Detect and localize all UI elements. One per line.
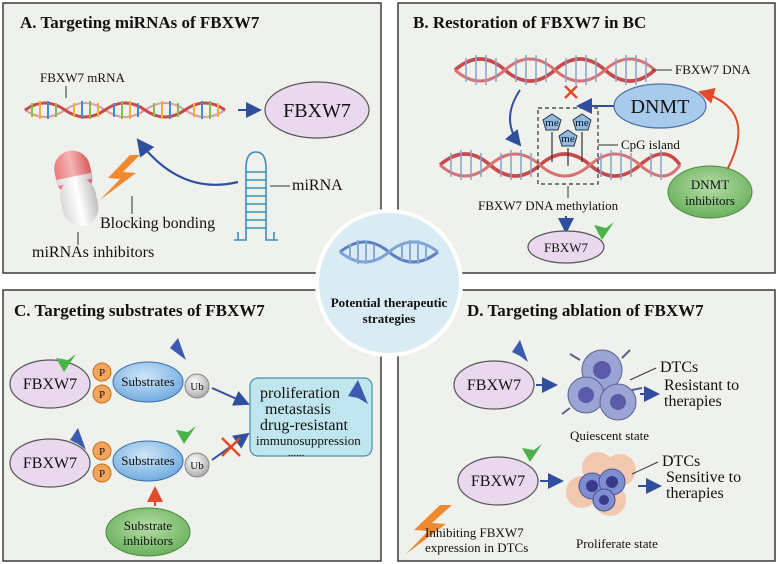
lightning-icon-d — [406, 505, 452, 554]
substrates-node-c2 — [112, 440, 184, 482]
inhibit-line1: Inhibiting FBXW7 — [425, 525, 524, 540]
fbxw7-node-d2 — [457, 456, 539, 506]
up-arrow-icon-c2 — [70, 428, 86, 450]
arrow-c1 — [211, 387, 250, 406]
ub-label-c1: Ub — [190, 381, 204, 393]
block-x-icon-c — [221, 437, 241, 457]
fbxw7-node-c1 — [9, 359, 91, 409]
outcome-5: ...... — [288, 447, 305, 459]
substrates-node-c1 — [112, 361, 184, 403]
outcome-2: metastasis — [265, 401, 331, 418]
fbxw7-node-a — [264, 81, 370, 139]
fbxw7-label-c2: FBXW7 — [23, 455, 77, 472]
phospho-label-c2b: P — [99, 468, 105, 480]
outcome-4: immunosuppression — [256, 433, 361, 448]
resistant-line2: therapies — [664, 393, 722, 410]
blocking-label: Blocking bonding — [100, 215, 215, 232]
panel-d — [397, 289, 776, 562]
center-label-line1: Potential therapeutic — [331, 295, 448, 310]
dnmt-inhibitors-node — [667, 165, 753, 219]
phospho-c2a — [92, 441, 112, 461]
fbxw7-node-d1 — [453, 360, 535, 410]
ub-c1 — [184, 373, 210, 399]
methylation-label: FBXW7 DNA methylation — [478, 198, 619, 213]
panel-b — [397, 2, 776, 274]
me-label-3: me — [561, 133, 575, 145]
sensitive-line2: therapies — [666, 485, 724, 502]
dtcs-label-d1: DTCs — [660, 359, 698, 376]
ub-label-c2: Ub — [190, 460, 204, 472]
me-label-1: me — [545, 117, 559, 129]
down-check-icon-c1 — [56, 354, 76, 372]
sensitive-line1: Sensitive to — [666, 469, 741, 486]
up-arrow-icon-c3 — [348, 380, 368, 404]
mirna-hairpin-icon — [234, 151, 278, 241]
lightning-icon — [100, 155, 140, 200]
outcomes-box — [249, 377, 373, 457]
me-label-2: me — [575, 117, 589, 129]
substrate-inhibitors-line1: Substrate — [124, 518, 173, 533]
phospho-label-c1a: P — [99, 367, 105, 379]
fbxw7-label-d2: FBXW7 — [471, 473, 525, 490]
dna-bottom — [438, 150, 682, 180]
methylation-arrow — [505, 89, 522, 147]
quiescent-cells — [561, 349, 643, 421]
outcome-1: proliferation — [260, 385, 340, 402]
phospho-c2b — [92, 463, 112, 483]
fbxw7-label-d1: FBXW7 — [467, 377, 521, 394]
dnmt-inhibitors-line1: DNMT — [691, 177, 729, 192]
cpg-label: CpG island — [621, 137, 680, 152]
substrate-inhibitors-node — [105, 507, 191, 557]
fbxw7-node-c2 — [9, 438, 91, 488]
proliferate-cells — [566, 452, 636, 516]
cpg-island-box — [537, 107, 599, 185]
phospho-c1b — [92, 384, 112, 404]
dnmt-label: DNMT — [631, 96, 690, 118]
mrna-strand — [24, 101, 226, 119]
proliferate-label: Proliferate state — [576, 536, 658, 551]
phospho-c1a — [92, 362, 112, 382]
panel-a-title: A. Targeting miRNAs of FBXW7 — [20, 13, 260, 32]
dnmt-inhibitors-line2: inhibitors — [685, 193, 735, 208]
phospho-label-c1b: P — [99, 389, 105, 401]
fbxw7-label-b: FBXW7 — [544, 240, 589, 255]
down-check-icon-b — [594, 222, 614, 240]
panel-b-title: B. Restoration of FBXW7 in BC — [413, 13, 646, 32]
fbxw7-label-c1: FBXW7 — [23, 376, 77, 393]
inhibitor-arrow-b — [698, 88, 740, 183]
me-tags: me me me — [542, 113, 592, 166]
substrates-label-c2: Substrates — [121, 453, 174, 468]
dna-top — [453, 55, 657, 85]
panel-c-title: C. Targeting substrates of FBXW7 — [14, 301, 265, 320]
center-circle — [315, 209, 463, 357]
substrate-inhibitors-line2: inhibitors — [123, 533, 173, 548]
inhibit-line2: expression in DTCs — [425, 540, 528, 555]
up-arrow-icon-c1 — [170, 338, 186, 360]
substrates-label-c1: Substrates — [121, 374, 174, 389]
down-check-icon-c2 — [176, 426, 196, 444]
up-arrow-icon-d1 — [512, 340, 528, 362]
resistant-line1: Resistant to — [664, 377, 739, 394]
down-check-icon-d2 — [522, 444, 542, 462]
dna-helix-icon — [339, 240, 439, 264]
block-x-icon — [564, 85, 578, 99]
mirna-label: miRNA — [292, 177, 343, 194]
inhibitor-label: miRNAs inhibitors — [32, 244, 154, 261]
mrna-label: FBXW7 mRNA — [40, 70, 125, 85]
ub-c2 — [184, 452, 210, 478]
center-label-line2: strategies — [363, 311, 416, 326]
fbxw7-node-b — [527, 230, 605, 264]
panel-d-title: D. Targeting ablation of FBXW7 — [467, 301, 704, 320]
quiescent-label: Quiescent state — [570, 428, 649, 443]
fbxw7-label-a: FBXW7 — [283, 100, 351, 122]
mirna-binding-arrow — [136, 138, 239, 186]
outcome-3: drug-resistant — [260, 417, 349, 434]
dna-label: FBXW7 DNA — [675, 62, 751, 77]
phospho-label-c2a: P — [99, 446, 105, 458]
dtcs-label-d2: DTCs — [662, 453, 700, 470]
pill-icon — [54, 150, 99, 226]
